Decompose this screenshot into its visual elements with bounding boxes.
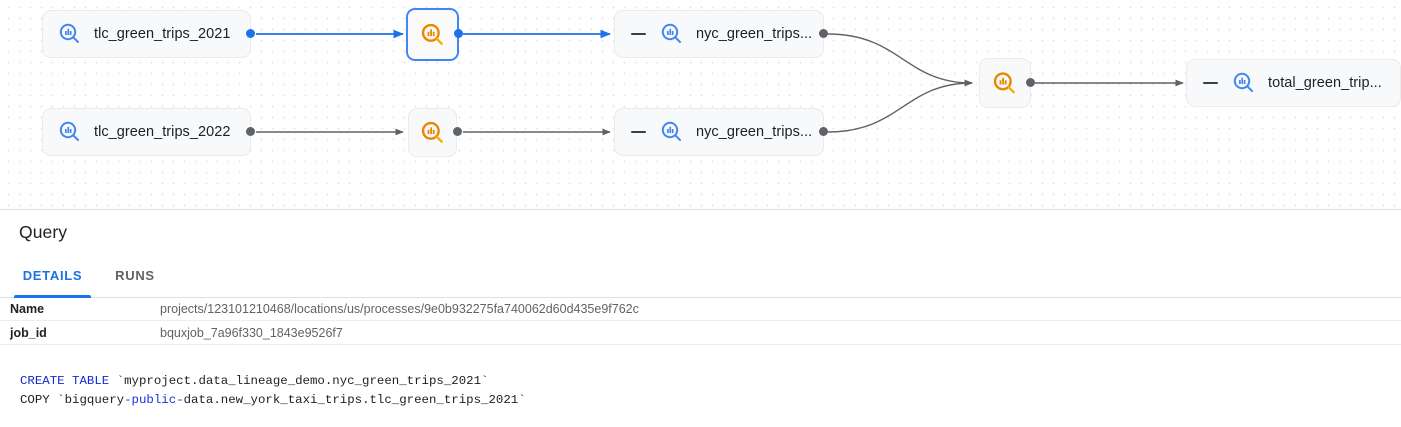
graph-node-process-2[interactable] xyxy=(408,108,457,157)
sql-keyword-create-table: CREATE TABLE xyxy=(20,374,110,388)
output-port-tlc-2021[interactable] xyxy=(246,29,255,38)
tab-runs-label: RUNS xyxy=(115,268,155,283)
property-value: bquxjob_7a96f330_1843e9526f7 xyxy=(160,325,343,340)
collapse-minus-icon[interactable] xyxy=(623,33,653,35)
panel-divider xyxy=(0,209,1401,210)
output-port-tlc-2022[interactable] xyxy=(246,127,255,136)
property-value: projects/123101210468/locations/us/proce… xyxy=(160,301,639,316)
bigquery-table-icon xyxy=(1231,70,1257,96)
output-port-nyc-1[interactable] xyxy=(819,29,828,38)
output-port-process-3[interactable] xyxy=(1026,78,1035,87)
tab-details-label: DETAILS xyxy=(22,268,83,283)
collapse-minus-icon[interactable] xyxy=(1195,82,1225,84)
property-key: job_id xyxy=(10,325,47,340)
graph-node-label: nyc_green_trips... xyxy=(696,124,813,140)
output-port-process-2[interactable] xyxy=(453,127,462,136)
details-panel: Query DETAILS RUNS Name projects/1231012… xyxy=(0,210,1401,417)
bigquery-query-process-icon xyxy=(420,120,446,146)
graph-node-process-3[interactable] xyxy=(979,58,1031,108)
graph-node-tlc-green-trips-2021[interactable]: tlc_green_trips_2021 xyxy=(42,10,251,58)
bigquery-query-process-icon xyxy=(992,70,1018,96)
sql-line2-highlight: -public- xyxy=(124,393,184,407)
edge-nyc1-proc3 xyxy=(827,33,973,87)
graph-node-tlc-green-trips-2022[interactable]: tlc_green_trips_2022 xyxy=(42,108,251,156)
graph-node-label: total_green_trip... xyxy=(1268,75,1382,91)
bigquery-table-icon xyxy=(659,21,685,47)
sql-line2-prefix: COPY `bigquery xyxy=(20,393,125,407)
bigquery-query-process-icon xyxy=(420,22,446,48)
tab-active-indicator xyxy=(14,295,91,298)
graph-node-label: nyc_green_trips... xyxy=(696,26,813,42)
bigquery-table-icon xyxy=(57,21,83,47)
bigquery-table-icon xyxy=(57,119,83,145)
tab-runs[interactable]: RUNS xyxy=(105,263,165,297)
output-port-nyc-2[interactable] xyxy=(819,127,828,136)
graph-node-label: tlc_green_trips_2021 xyxy=(94,26,231,42)
sql-line2-suffix: data.new_york_taxi_trips.tlc_green_trips… xyxy=(183,393,526,407)
property-key: Name xyxy=(10,301,45,316)
graph-node-total-green-trips[interactable]: total_green_trip... xyxy=(1186,59,1401,107)
properties-table: Name projects/123101210468/locations/us/… xyxy=(0,297,1401,345)
graph-node-nyc-green-trips-2[interactable]: nyc_green_trips... xyxy=(614,108,824,156)
table-row: job_id bquxjob_7a96f330_1843e9526f7 xyxy=(0,321,1401,345)
graph-node-label: tlc_green_trips_2022 xyxy=(94,124,231,140)
tabs-row: DETAILS RUNS xyxy=(0,263,1401,298)
bigquery-table-icon xyxy=(659,119,685,145)
sql-line1-rest: `myproject.data_lineage_demo.nyc_green_t… xyxy=(109,374,489,388)
tab-details[interactable]: DETAILS xyxy=(14,263,91,298)
lineage-graph-canvas[interactable]: tlc_green_trips_2021 tlc_green_trips_202… xyxy=(0,0,1401,209)
output-port-process-1[interactable] xyxy=(454,29,463,38)
collapse-minus-icon[interactable] xyxy=(623,131,653,133)
table-row: Name projects/123101210468/locations/us/… xyxy=(0,297,1401,321)
graph-node-nyc-green-trips-1[interactable]: nyc_green_trips... xyxy=(614,10,824,58)
panel-title: Query xyxy=(19,222,68,242)
graph-node-process-selected[interactable] xyxy=(406,8,459,61)
edge-nyc2-proc3 xyxy=(827,79,973,133)
sql-code-block[interactable]: CREATE TABLE `myproject.data_lineage_dem… xyxy=(0,372,1401,427)
